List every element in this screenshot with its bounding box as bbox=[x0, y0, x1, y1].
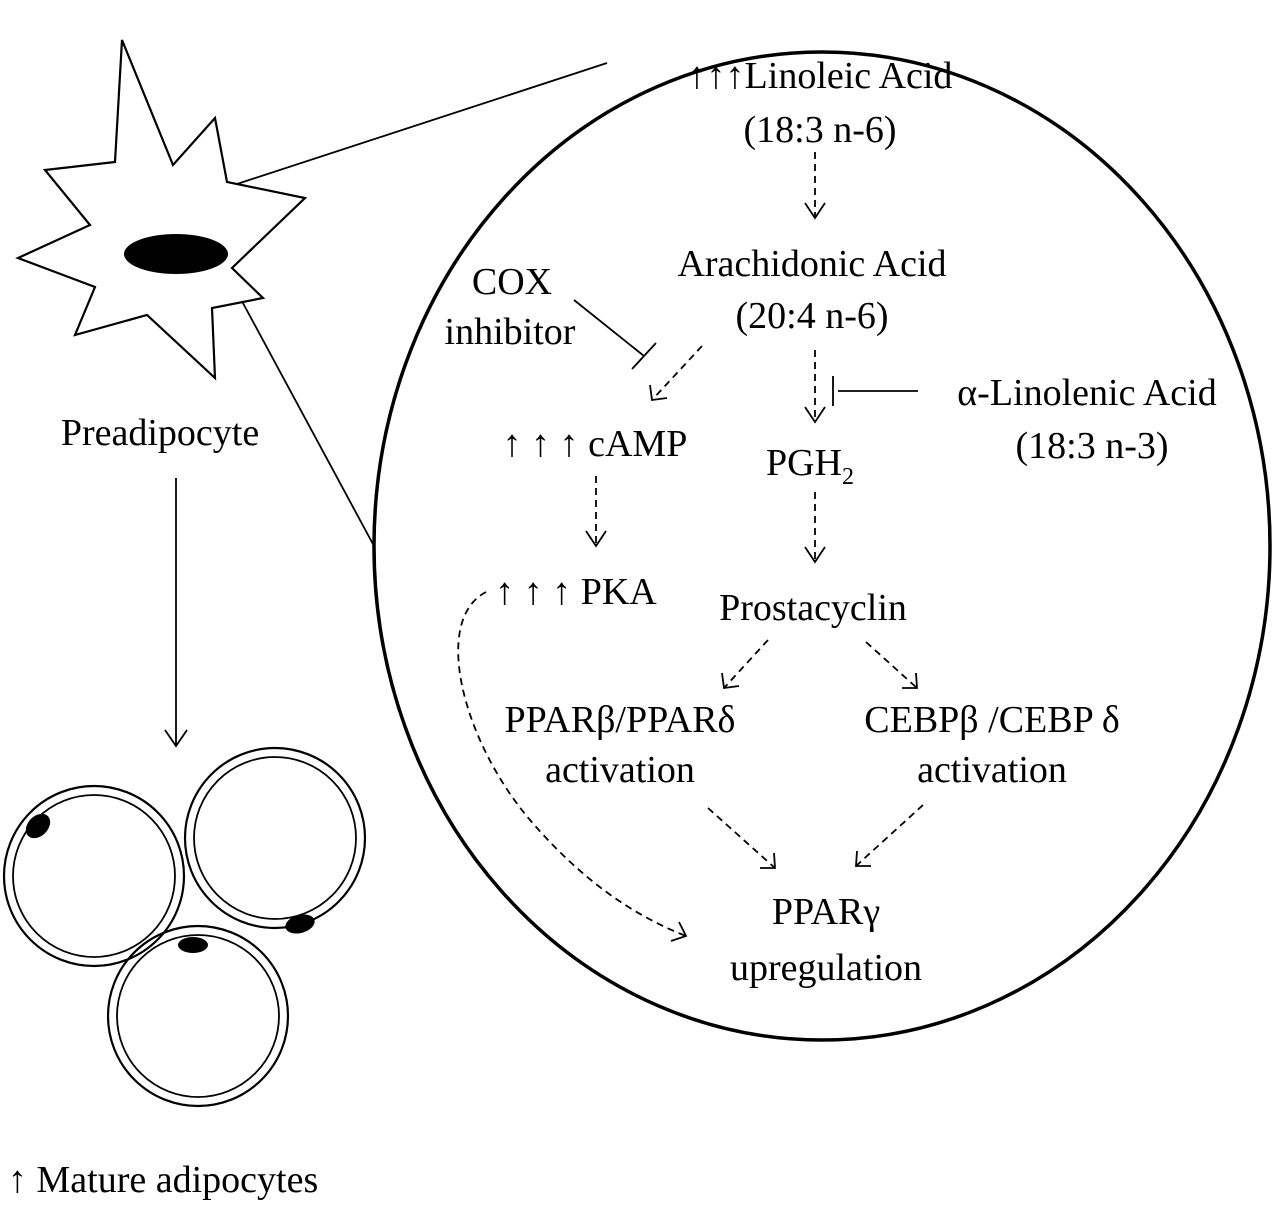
mature-adipocytes bbox=[2, 746, 367, 1108]
arrow-prostacyclin-to-ppar-beta-delta bbox=[721, 639, 769, 690]
cell-interior-ellipse bbox=[372, 50, 1272, 1042]
ppar-gamma-upregulation: upregulation bbox=[730, 947, 922, 989]
arachidonic-acid-formula: (20:4 n-6) bbox=[735, 295, 888, 337]
arrow-camp-to-pka bbox=[585, 476, 607, 548]
preadipocyte-nucleus bbox=[124, 234, 228, 274]
ppar-gamma-label: PPARγ bbox=[772, 891, 880, 933]
arrow-linoleic-to-arachidonic bbox=[804, 152, 826, 220]
pgh2-label: PGH2 bbox=[766, 442, 854, 490]
pgh2-base: PGH bbox=[766, 442, 842, 484]
alpha-linolenic-acid-formula: (18:3 n-3) bbox=[1015, 425, 1168, 467]
zoom-line-top bbox=[236, 62, 608, 185]
alpha-linolenic-acid-label: α-Linolenic Acid bbox=[957, 372, 1216, 414]
prostacyclin-label: Prostacyclin bbox=[719, 587, 907, 629]
camp-label: ↑ ↑ ↑ cAMP bbox=[503, 423, 688, 465]
arrow-arachidonic-to-pgh2 bbox=[804, 350, 826, 424]
adipocyte-2 bbox=[183, 746, 367, 934]
ppar-beta-delta-label: PPARβ/PPARδ bbox=[505, 699, 736, 741]
mature-adipocytes-label: ↑ Mature adipocytes bbox=[8, 1159, 318, 1201]
cebp-activation: activation bbox=[917, 749, 1067, 791]
adipocyte-3 bbox=[106, 924, 290, 1108]
cebp-label: CEBPβ /CEBP δ bbox=[864, 699, 1119, 741]
cox-inhibition-line bbox=[573, 299, 657, 370]
arrow-pgh2-to-prostacyclin bbox=[804, 492, 826, 564]
arrow-cebp-to-ppar-gamma bbox=[855, 804, 924, 867]
arrow-prostacyclin-to-cebp bbox=[865, 641, 918, 689]
cox-inhibitor-label: inhibitor bbox=[445, 311, 576, 353]
adipocyte-1 bbox=[2, 784, 186, 968]
arrow-pka-to-ppar-gamma bbox=[457, 591, 688, 942]
zoom-line-bottom bbox=[236, 291, 375, 547]
linoleic-acid-label: ↑↑↑Linoleic Acid bbox=[688, 55, 953, 97]
differentiation-arrowhead bbox=[164, 729, 188, 748]
alpha-linolenic-inhibition-line bbox=[832, 376, 918, 406]
pgh2-subscript: 2 bbox=[842, 464, 854, 490]
arrow-ppar-beta-delta-to-ppar-gamma bbox=[707, 807, 776, 869]
ppar-beta-delta-activation: activation bbox=[545, 749, 695, 791]
cox-label: COX bbox=[472, 261, 552, 303]
preadipocyte-label: Preadipocyte bbox=[61, 412, 259, 454]
pka-label: ↑ ↑ ↑ PKA bbox=[495, 571, 657, 613]
linoleic-acid-formula: (18:3 n-6) bbox=[743, 109, 896, 151]
arrow-arachidonic-to-camp bbox=[649, 345, 703, 402]
arachidonic-acid-label: Arachidonic Acid bbox=[677, 243, 946, 285]
preadipocyte-cell bbox=[15, 39, 308, 381]
